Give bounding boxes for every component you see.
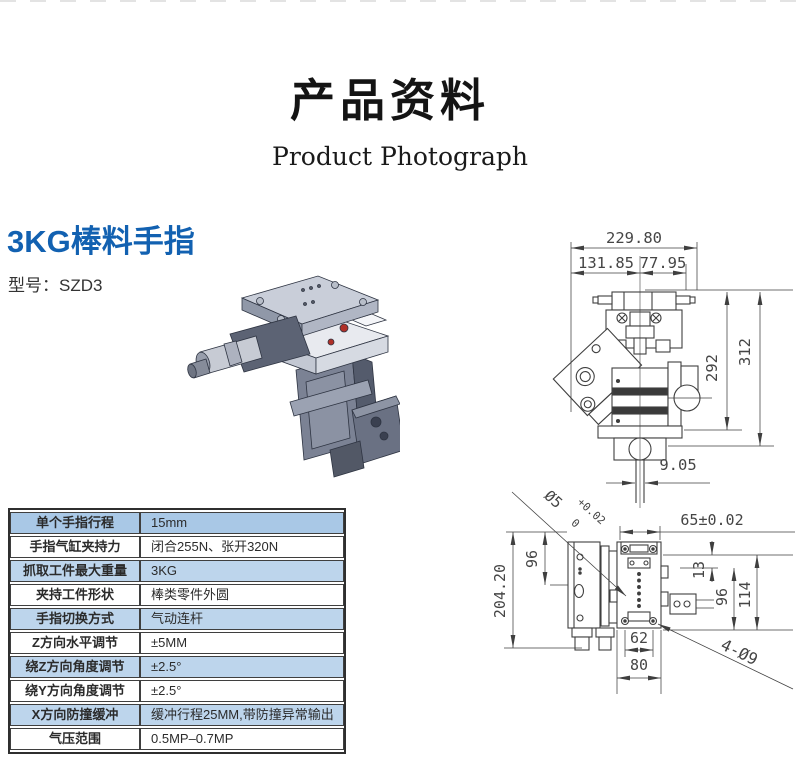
dim-left-height: 96 [523,550,541,568]
page-subtitle: Product Photograph [272,142,528,171]
spec-table: 单个手指行程 15mm 手指气缸夹持力 闭合255N、张开320N 抓取工件最大… [8,508,346,754]
table-row: 气压范围 0.5MP–0.7MP [10,728,344,750]
product-3d-render [187,275,400,478]
spec-value: 缓冲行程25MM,带防撞异常输出 [140,704,344,726]
spec-value: 气动连杆 [140,608,344,630]
spec-value: 闭合255N、张开320N [140,536,344,558]
table-row: 手指气缸夹持力 闭合255N、张开320N [10,536,344,558]
spec-label: 手指切换方式 [10,608,140,630]
spec-label: 单个手指行程 [10,512,140,534]
spec-label: X方向防撞缓冲 [10,704,140,726]
spec-label: 夹持工件形状 [10,584,140,606]
spec-value: ±2.5° [140,656,344,678]
dim-right-width: 77.95 [640,254,687,272]
spec-label: 绕Y方向角度调节 [10,680,140,702]
dim-right-inner: 96 [713,588,731,606]
hole-tol-lower: 0 [569,516,583,530]
dim-total-width: 229.80 [606,229,662,247]
hole-dia-label: Ø5 [541,487,566,512]
top-view-dimensions [570,242,793,486]
table-row: 抓取工件最大重量 3KG [10,560,344,582]
spec-value: ±2.5° [140,680,344,702]
page-title: 产品资料 [289,74,490,127]
table-row: 绕Y方向角度调节 ±2.5° [10,680,344,702]
dim-top-width: 65±0.02 [680,511,743,529]
spec-value: 3KG [140,560,344,582]
spec-label: Z方向水平调节 [10,632,140,654]
spec-value: ±5MM [140,632,344,654]
table-row: X方向防撞缓冲 缓冲行程25MM,带防撞异常输出 [10,704,344,726]
product-model: 型号：SZD3 [8,276,103,295]
spec-label: 绕Z方向角度调节 [10,656,140,678]
page-top-border [0,0,800,2]
spec-label: 手指气缸夹持力 [10,536,140,558]
product-name: 3KG棒料手指 [7,224,195,259]
dim-bottom-outer: 80 [630,656,648,674]
bottom-view-dimensions [504,491,795,694]
dim-total-height: 204.20 [491,564,509,618]
table-row: 手指切换方式 气动连杆 [10,608,344,630]
bottom-view-drawing [567,541,714,651]
spec-label: 抓取工件最大重量 [10,560,140,582]
spec-value: 15mm [140,512,344,534]
spec-value: 棒类零件外圆 [140,584,344,606]
dim-tip-width: 9.05 [659,456,696,474]
table-row: 绕Z方向角度调节 ±2.5° [10,656,344,678]
dim-right-height: 114 [736,581,754,608]
spec-label: 气压范围 [10,728,140,750]
top-view-drawing [552,256,712,508]
dim-right-offset: 13 [690,561,708,579]
corner-holes-label: 4-Ø9 [718,635,761,669]
dim-height-inner: 292 [703,354,721,382]
dimension-drawings: 229.80 131.85 77.95 292 312 9.05 [491,229,795,694]
table-row: Z方向水平调节 ±5MM [10,632,344,654]
spec-value: 0.5MP–0.7MP [140,728,344,750]
dim-height-total: 312 [736,338,754,366]
table-row: 单个手指行程 15mm [10,512,344,534]
dim-bottom-inner: 62 [630,629,648,647]
dim-left-width: 131.85 [578,254,634,272]
table-row: 夹持工件形状 棒类零件外圆 [10,584,344,606]
